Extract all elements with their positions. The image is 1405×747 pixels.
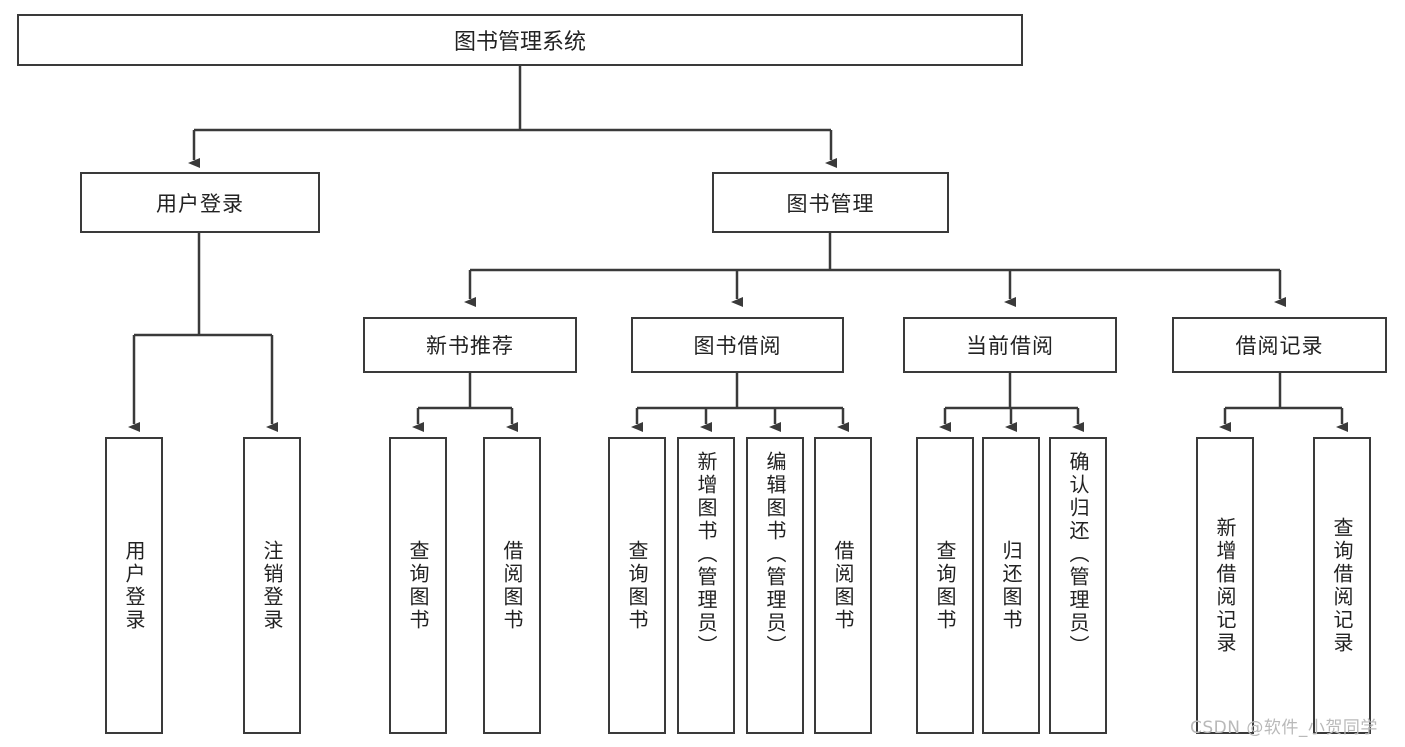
leaf-recommend-query-book-label: 查询图书 bbox=[406, 539, 430, 632]
leaf-user-login-signin-label: 用户登录 bbox=[122, 539, 146, 632]
leaf-record-query-record-label: 查询借阅记录 bbox=[1330, 516, 1354, 655]
leaf-recommend-query-book[interactable]: 查询图书 bbox=[389, 437, 447, 734]
leaf-user-login-signout-label: 注销登录 bbox=[260, 539, 284, 632]
leaf-record-add-record-label: 新增借阅记录 bbox=[1213, 516, 1237, 655]
node-current-borrow[interactable]: 当前借阅 bbox=[903, 317, 1117, 373]
leaf-current-query-book-label: 查询图书 bbox=[933, 539, 957, 632]
node-borrow-record-label: 借阅记录 bbox=[1235, 334, 1324, 358]
node-book-management-label: 图书管理 bbox=[786, 191, 875, 216]
node-book-management[interactable]: 图书管理 bbox=[712, 172, 949, 233]
leaf-recommend-borrow-book-label: 借阅图书 bbox=[500, 539, 524, 632]
leaf-record-query-record[interactable]: 查询借阅记录 bbox=[1313, 437, 1371, 734]
node-book-borrow-label: 图书借阅 bbox=[693, 334, 782, 358]
node-user-login-label: 用户登录 bbox=[156, 191, 244, 216]
leaf-borrow-query-book-label: 查询图书 bbox=[625, 539, 649, 632]
leaf-recommend-borrow-book[interactable]: 借阅图书 bbox=[483, 437, 541, 734]
leaf-user-login-signin[interactable]: 用户登录 bbox=[105, 437, 163, 734]
node-book-borrow[interactable]: 图书借阅 bbox=[631, 317, 844, 373]
leaf-borrow-query-book[interactable]: 查询图书 bbox=[608, 437, 666, 734]
leaf-current-return-book[interactable]: 归还图书 bbox=[982, 437, 1040, 734]
leaf-borrow-add-book[interactable]: 新增图书（管理员） bbox=[677, 437, 735, 734]
node-new-book-recommend[interactable]: 新书推荐 bbox=[363, 317, 577, 373]
node-new-book-recommend-label: 新书推荐 bbox=[426, 334, 514, 358]
leaf-borrow-edit-book-label: 编辑图书（管理员） bbox=[763, 451, 787, 658]
leaf-current-return-book-label: 归还图书 bbox=[999, 539, 1023, 632]
node-borrow-record[interactable]: 借阅记录 bbox=[1172, 317, 1387, 373]
node-user-login[interactable]: 用户登录 bbox=[80, 172, 320, 233]
leaf-record-add-record[interactable]: 新增借阅记录 bbox=[1196, 437, 1254, 734]
leaf-current-confirm-return-label: 确认归还（管理员） bbox=[1066, 451, 1090, 658]
node-current-borrow-label: 当前借阅 bbox=[966, 334, 1054, 358]
node-root-label: 图书管理系统 bbox=[453, 30, 586, 55]
leaf-borrow-edit-book[interactable]: 编辑图书（管理员） bbox=[746, 437, 804, 734]
watermark-text: CSDN @软件_小贺同学 bbox=[1190, 718, 1378, 738]
leaf-user-login-signout[interactable]: 注销登录 bbox=[243, 437, 301, 734]
leaf-current-confirm-return[interactable]: 确认归还（管理员） bbox=[1049, 437, 1107, 734]
leaf-borrow-add-book-label: 新增图书（管理员） bbox=[694, 451, 718, 658]
leaf-current-query-book[interactable]: 查询图书 bbox=[916, 437, 974, 734]
leaf-borrow-borrow-book[interactable]: 借阅图书 bbox=[814, 437, 872, 734]
node-root-system[interactable]: 图书管理系统 bbox=[17, 14, 1023, 66]
leaf-borrow-borrow-book-label: 借阅图书 bbox=[831, 539, 855, 632]
